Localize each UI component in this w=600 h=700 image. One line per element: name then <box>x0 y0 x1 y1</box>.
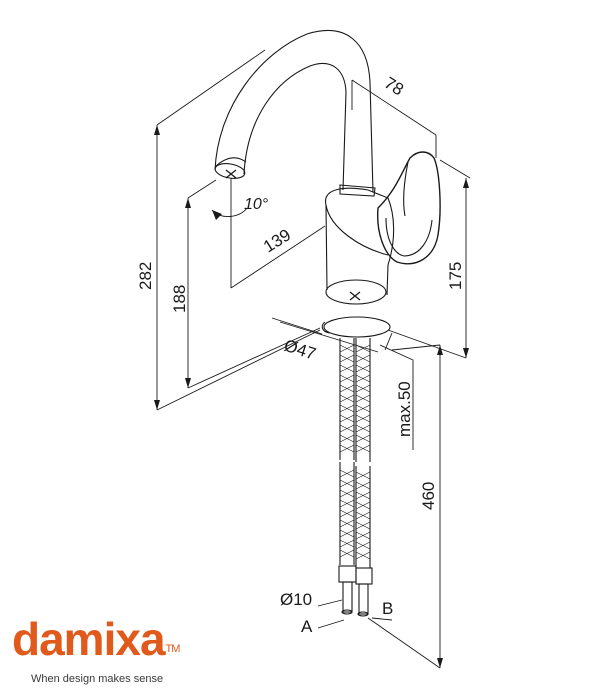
hose-braid <box>339 344 371 560</box>
dim-282-label: 282 <box>136 262 155 290</box>
dim-max50-lines <box>379 344 441 450</box>
dim-10-label: Ø10 <box>280 590 312 609</box>
brand-logo: damixaTM <box>12 613 181 665</box>
center-marks <box>225 169 361 301</box>
connector-a-label: A <box>301 617 313 636</box>
body-base <box>325 279 387 305</box>
hose-a-upper <box>339 338 355 460</box>
connector-b-pipe <box>358 583 369 615</box>
riser-collar <box>339 184 376 197</box>
dim-175-label: 175 <box>446 262 465 290</box>
body-right <box>325 187 395 296</box>
lever-inner <box>385 217 433 257</box>
dim-139-lines <box>230 178 326 289</box>
dim-max50-label: max.50 <box>395 381 414 437</box>
spout-tip <box>214 163 246 179</box>
hose-b-upper <box>355 338 371 462</box>
connector-b-end <box>357 611 369 617</box>
connector-b-label: B <box>382 599 393 618</box>
dim-460-lines <box>367 345 441 669</box>
brand-name: damixa <box>12 613 166 665</box>
dim-78-label: 78 <box>381 73 407 99</box>
trademark-mark: TM <box>165 643 181 655</box>
faucet-outline <box>214 30 441 617</box>
connector-b-nut <box>355 567 373 585</box>
dim-175-lines <box>387 159 471 359</box>
mount-tab <box>321 321 331 334</box>
spout-tip-ring <box>215 157 247 167</box>
dim-188-lines <box>187 179 321 389</box>
dim-47-label: Ø47 <box>282 336 318 364</box>
dimension-lines <box>156 49 471 669</box>
mount-plate <box>323 316 391 338</box>
dim-139-label: 139 <box>260 225 294 256</box>
dim-47-lines <box>271 317 393 353</box>
spout-center-mark <box>225 169 237 179</box>
lever-grip <box>403 161 409 217</box>
dim-10-leader <box>317 599 343 607</box>
hose-b-lower <box>355 466 371 568</box>
dim-282-lines <box>156 49 321 411</box>
dim-188-label: 188 <box>170 285 189 313</box>
body-front-curve <box>325 204 389 256</box>
dimension-arrows <box>154 125 469 668</box>
dim-78-lines <box>351 79 437 158</box>
spout-outer <box>214 30 374 193</box>
lever-handle <box>377 151 441 265</box>
connector-a-end <box>341 609 353 615</box>
brand-tagline: When design makes sense <box>31 673 164 685</box>
body-left <box>325 204 328 291</box>
connector-a-nut <box>338 565 357 583</box>
connector-a-pipe <box>342 581 353 613</box>
label-leaders <box>317 617 393 629</box>
spout-inner <box>243 63 347 191</box>
dim-angle-label: 10° <box>244 196 269 213</box>
dim-460-label: 460 <box>419 482 438 510</box>
base-center-mark <box>349 291 361 301</box>
hose-a-lower <box>339 462 355 565</box>
